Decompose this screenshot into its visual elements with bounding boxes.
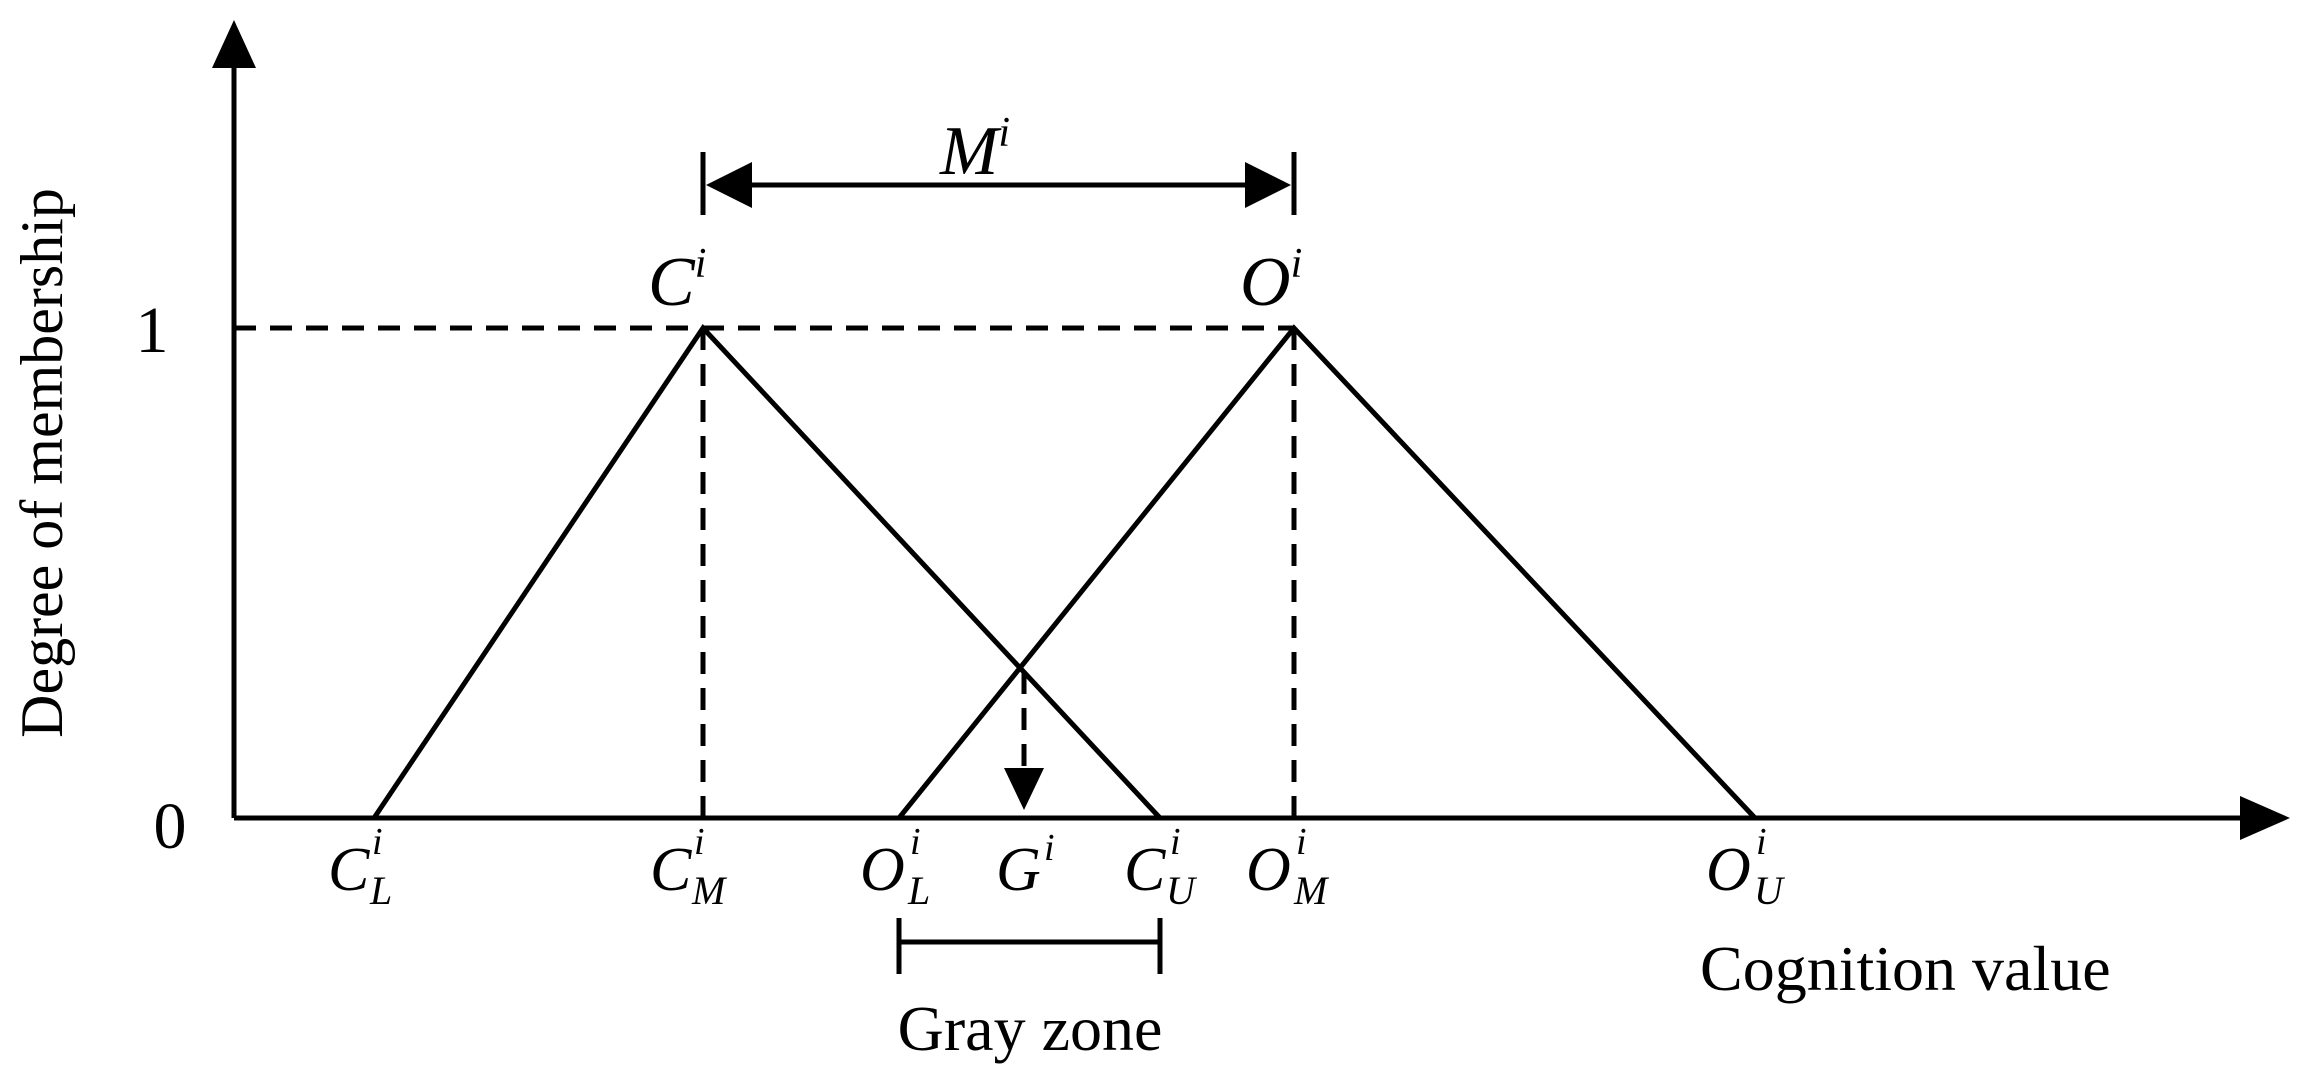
gray-zone-label: Gray zone [898,993,1163,1064]
svg-text:i: i [372,821,383,863]
x-tick-o-upper: O i U [1706,821,1786,913]
x-tick-o-lower: O i L [860,821,930,913]
distance-label: Mi [939,110,1010,190]
svg-text:G: G [996,836,1041,904]
c-membership-triangle [371,323,1162,820]
x-axis-arrow-icon [2240,796,2290,840]
svg-text:i: i [1756,821,1767,863]
svg-text:i: i [1296,821,1307,863]
y-axis-label: Degree of membership [9,188,75,738]
svg-text:C: C [650,836,692,904]
svg-text:O: O [860,836,905,904]
x-tick-c-lower: C i L [328,821,392,913]
svg-text:i: i [1170,821,1181,863]
svg-text:i: i [910,821,921,863]
svg-text:M: M [691,868,728,913]
y-tick-one: 1 [136,294,169,367]
x-tick-o-middle: O i M [1246,821,1330,913]
o-membership-triangle [897,324,1757,820]
intersection-arrow-icon [1004,768,1044,810]
svg-text:O: O [1706,836,1751,904]
svg-text:C: C [1124,836,1166,904]
svg-text:L: L [369,868,392,913]
y-axis-arrow-icon [212,20,256,68]
svg-text:M: M [1293,868,1330,913]
svg-text:U: U [1754,868,1786,913]
svg-text:O: O [1246,836,1291,904]
svg-text:C: C [328,836,370,904]
x-tick-c-upper: C i U [1124,821,1198,913]
svg-text:L: L [907,868,930,913]
svg-text:U: U [1166,868,1198,913]
distance-right-arrow-icon [1245,162,1291,208]
distance-left-arrow-icon [706,162,752,208]
x-tick-c-middle: C i M [650,821,728,913]
peak-o-label: Oi [1240,241,1302,321]
y-tick-zero: 0 [154,790,187,863]
svg-text:i: i [694,821,705,863]
svg-text:i: i [1044,827,1055,869]
x-axis-label: Cognition value [1700,933,2111,1004]
x-tick-g: G i [996,827,1055,904]
peak-c-label: Ci [648,241,706,321]
